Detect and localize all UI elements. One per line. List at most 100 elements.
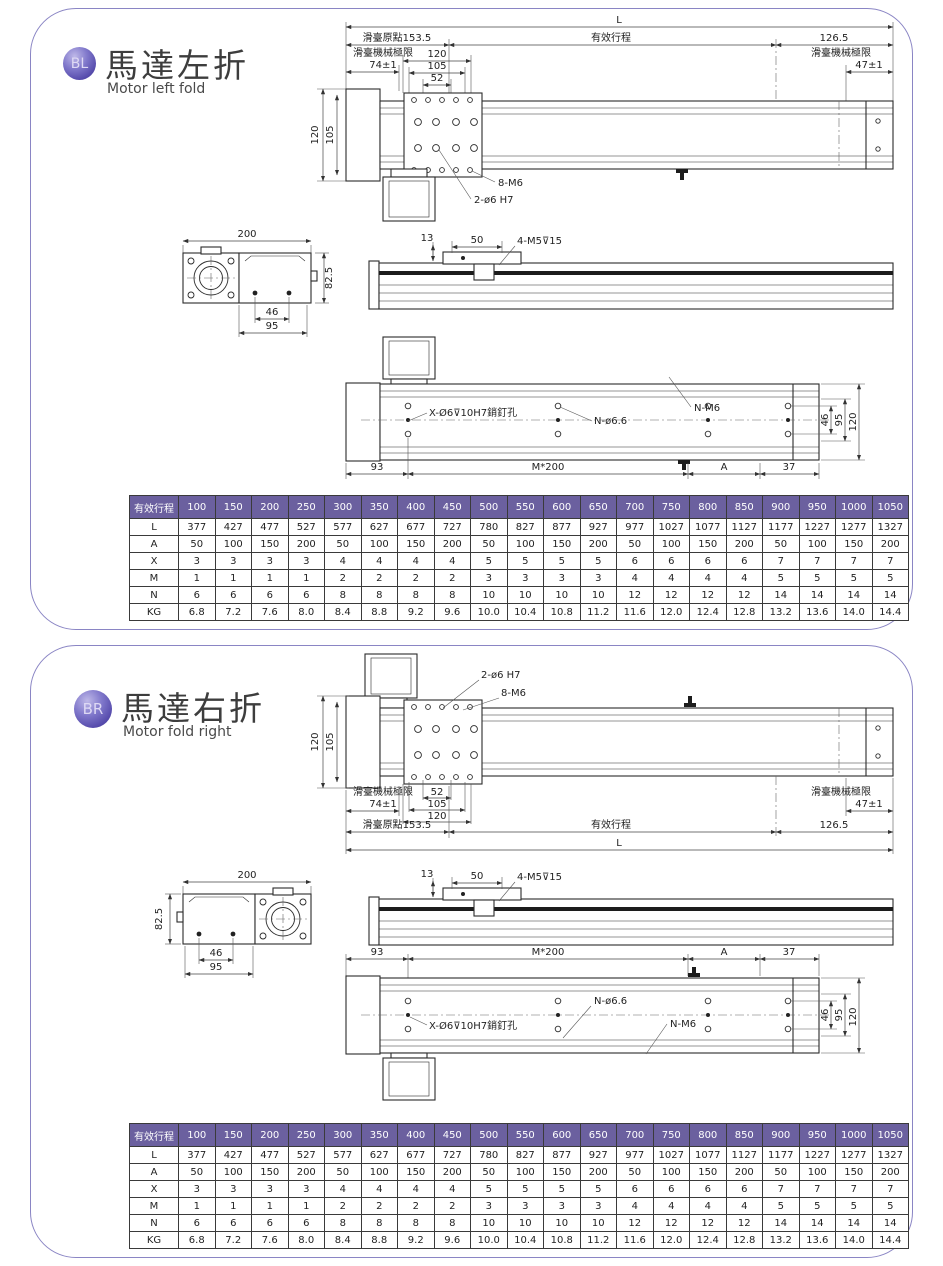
- table-cell: 577: [324, 1146, 362, 1164]
- row-label: A: [129, 535, 179, 553]
- table-cell: 1: [251, 1197, 289, 1215]
- table-cell: 1127: [725, 1146, 763, 1164]
- table-cell: 9.2: [397, 1231, 435, 1249]
- table-cell: 50: [470, 1163, 508, 1181]
- stroke-col-header: 300: [324, 1123, 362, 1147]
- dim-n-o66: N-ø6.6: [594, 996, 627, 1007]
- table-cell: 14: [835, 1214, 873, 1232]
- table-cell: 4: [725, 1197, 763, 1215]
- table-cell: 9.2: [397, 603, 435, 621]
- table-cell: 677: [397, 1146, 435, 1164]
- table-cell: 2: [433, 1197, 471, 1215]
- dim-bottom-a: A: [721, 462, 728, 473]
- table-cell: 10.0: [470, 603, 508, 621]
- table-cell: 10: [579, 1214, 617, 1232]
- row-label: KG: [129, 1231, 179, 1249]
- table-cell: 4: [725, 569, 763, 587]
- table-cell: 5: [506, 552, 544, 570]
- table-cell: 14: [798, 1214, 836, 1232]
- table-cell: 1077: [689, 1146, 727, 1164]
- table-cell: 4: [616, 1197, 654, 1215]
- table-cell: 6: [251, 586, 289, 604]
- table-cell: 6: [616, 1180, 654, 1198]
- table-cell: 50: [178, 535, 216, 553]
- dim-right-offset: 126.5: [820, 33, 849, 44]
- row-label: N: [129, 586, 179, 604]
- table-cell: 50: [616, 1163, 654, 1181]
- table-cell: 977: [616, 518, 654, 536]
- table-cell: 8.4: [324, 603, 362, 621]
- table-cell: 10.8: [543, 603, 581, 621]
- dim-side-13: 13: [421, 233, 434, 244]
- stroke-col-header: 800: [689, 495, 727, 519]
- table-cell: 4: [689, 1197, 727, 1215]
- table-cell: 12: [616, 1214, 654, 1232]
- table-cell: 100: [652, 535, 690, 553]
- table-cell: 4: [397, 552, 435, 570]
- table-cell: 3: [287, 1180, 325, 1198]
- dim-bottom-120: 120: [848, 412, 859, 431]
- table-cell: 1: [287, 1197, 325, 1215]
- table-cell: 13.6: [798, 1231, 836, 1249]
- bl-side-view: 13 50 4-M5⊽15: [368, 233, 894, 310]
- stroke-col-header: 850: [725, 1123, 763, 1147]
- bl-badge: BL: [63, 47, 96, 80]
- table-cell: 6: [251, 1214, 289, 1232]
- br-cross-section-view: 200 82.5 46 95: [154, 870, 312, 978]
- table-cell: 6: [689, 1180, 727, 1198]
- table-cell: 7: [762, 552, 800, 570]
- table-cell: 100: [214, 1163, 252, 1181]
- table-cell: 11.2: [579, 603, 617, 621]
- dim-origin: 滑臺原點153.5: [363, 818, 432, 831]
- table-cell: 14: [762, 1214, 800, 1232]
- dim-side-tap: 4-M5⊽15: [517, 236, 562, 247]
- table-cell: 150: [251, 1163, 289, 1181]
- stroke-col-header: 350: [360, 495, 398, 519]
- dim-bottom-37: 37: [783, 947, 796, 958]
- table-cell: 14: [835, 586, 873, 604]
- stroke-header-label: 有效行程: [129, 495, 179, 519]
- dim-52: 52: [431, 787, 444, 798]
- table-cell: 100: [360, 535, 398, 553]
- dim-section-82-5: 82.5: [154, 908, 165, 930]
- dim-mech-limit-left: 滑臺機械極限: [353, 785, 413, 798]
- table-cell: 1077: [689, 518, 727, 536]
- br-top-view: 2-ø6 H7 8-M6 120 105 52 105 120 滑臺機械極限 7…: [310, 653, 894, 854]
- table-cell: 377: [178, 1146, 216, 1164]
- stroke-col-header: 100: [178, 1123, 216, 1147]
- table-cell: 50: [616, 535, 654, 553]
- table-cell: 3: [470, 569, 508, 587]
- table-cell: 6.8: [178, 1231, 216, 1249]
- stroke-col-header: 900: [762, 495, 800, 519]
- table-cell: 200: [871, 1163, 909, 1181]
- table-cell: 2: [324, 569, 362, 587]
- stroke-col-header: 250: [287, 495, 325, 519]
- table-cell: 627: [360, 1146, 398, 1164]
- table-cell: 12.4: [689, 1231, 727, 1249]
- table-cell: 6: [178, 586, 216, 604]
- table-cell: 14: [871, 586, 909, 604]
- dim-stroke: 有效行程: [591, 818, 631, 831]
- stroke-col-header: 1050: [871, 1123, 909, 1147]
- table-cell: 10: [543, 586, 581, 604]
- dim-pin-holes: X-Ø6⊽10H7銷釘孔: [429, 406, 517, 419]
- table-cell: 12.4: [689, 603, 727, 621]
- stroke-col-header: 950: [798, 495, 836, 519]
- dim-overall-length: L: [616, 838, 622, 849]
- table-cell: 3: [579, 1197, 617, 1215]
- table-cell: 527: [287, 1146, 325, 1164]
- stroke-col-header: 600: [543, 1123, 581, 1147]
- dim-limit-right: 47±1: [855, 799, 882, 810]
- bl-cross-section-view: 200 82.5 46 95: [182, 229, 335, 337]
- table-cell: 50: [470, 535, 508, 553]
- table-cell: 8.0: [287, 1231, 325, 1249]
- table-cell: 7.2: [214, 603, 252, 621]
- table-cell: 10: [470, 1214, 508, 1232]
- table-cell: 1177: [762, 518, 800, 536]
- table-cell: 14: [798, 586, 836, 604]
